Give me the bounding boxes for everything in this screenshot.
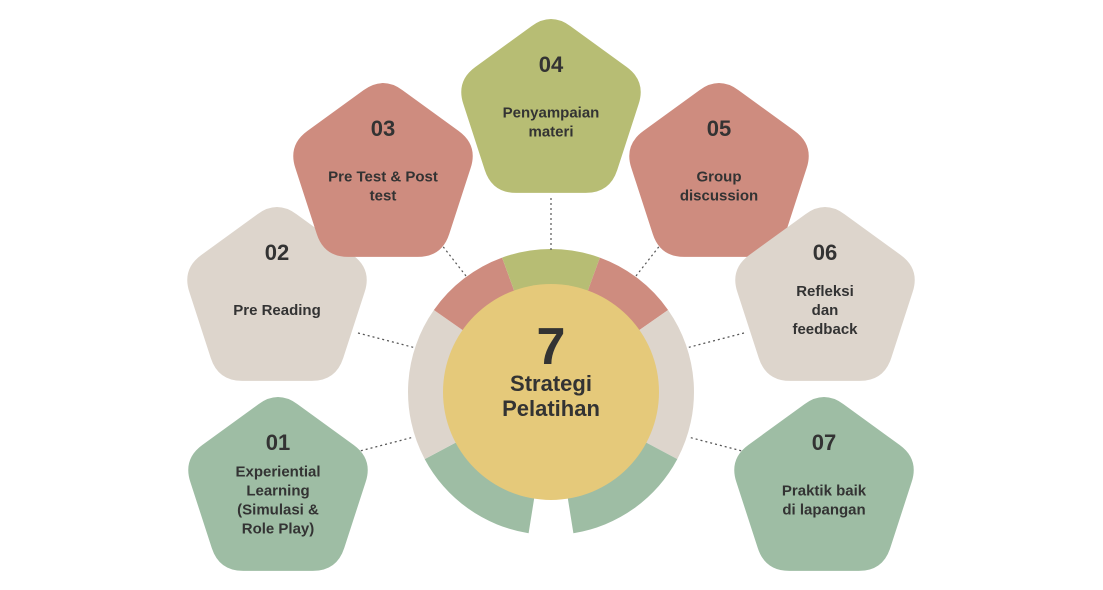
strategy-pentagon: [293, 83, 473, 257]
center-number: 7: [537, 318, 566, 376]
strategy-label-line: Penyampaian: [503, 105, 600, 122]
strategy-number: 05: [707, 116, 731, 141]
strategy-number: 03: [371, 116, 395, 141]
ring-segment-03: [433, 257, 517, 335]
connector-01: [355, 436, 415, 453]
strategy-label-line: Pre Test & Post: [328, 169, 438, 186]
strategy-label-line: (Simulasi &: [237, 502, 319, 519]
connector-layer: [355, 198, 747, 453]
strategy-label-line: Pre Reading: [233, 302, 321, 319]
center-hub: 7 Strategi Pelatihan: [443, 284, 659, 500]
strategy-label-line: di lapangan: [782, 502, 865, 519]
strategy-number: 01: [266, 430, 290, 455]
strategy-label-line: discussion: [680, 188, 758, 205]
strategy-pentagon: [461, 19, 641, 193]
connector-02: [357, 332, 417, 349]
strategy-pentagon: [734, 397, 914, 571]
strategy-number: 04: [539, 52, 564, 77]
strategy-number: 07: [812, 430, 836, 455]
strategy-label-line: Experiential: [235, 464, 320, 481]
strategy-label-line: Refleksi: [796, 283, 854, 300]
strategy-pentagon: [629, 83, 809, 257]
connector-06: [685, 332, 745, 349]
ring-segment-07: [566, 438, 678, 534]
center-title-line2: Pelatihan: [502, 396, 600, 421]
strategy-number: 06: [813, 240, 837, 265]
strategy-pentagon: [188, 397, 368, 571]
ring-segment-04: [502, 248, 600, 298]
connector-05: [635, 234, 669, 277]
strategy-label-line: dan: [812, 302, 839, 319]
center-circle: [443, 284, 659, 500]
strategy-label-line: test: [370, 188, 397, 205]
center-title-line1: Strategi: [510, 371, 592, 396]
connector-03: [433, 234, 467, 277]
strategy-label-line: Group: [697, 169, 742, 186]
strategy-label-line: Learning: [246, 483, 309, 500]
strategy-label-line: Role Play): [242, 521, 315, 538]
strategy-pentagon: [187, 207, 367, 381]
connector-07: [687, 436, 747, 453]
ring-segment-05: [585, 257, 669, 335]
strategy-pentagon: [735, 207, 915, 381]
strategy-number: 02: [265, 240, 289, 265]
strategy-label-line: materi: [528, 124, 573, 141]
strategy-label-line: Praktik baik: [782, 483, 867, 500]
ring-segment-01: [424, 438, 536, 534]
strategy-label-line: feedback: [792, 321, 858, 338]
